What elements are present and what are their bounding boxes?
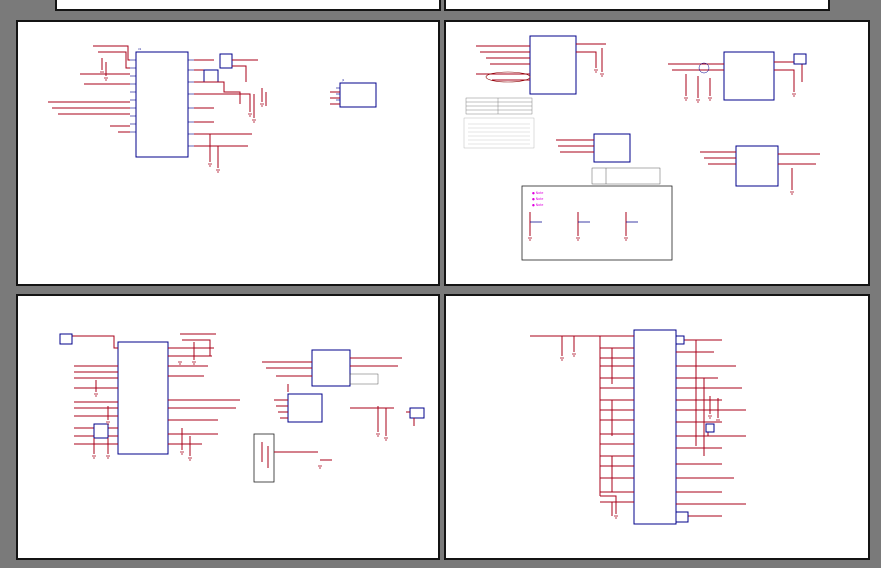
svg-text:● Note: ● Note [532,197,543,201]
schematic-drawing-4 [530,329,746,525]
schematic-sheet-3[interactable] [16,294,440,560]
ic-right-pins [188,59,194,147]
note-box [521,185,673,261]
schematic-sheet-partial-left[interactable] [55,0,441,11]
schematic-sheet-partial-right[interactable] [444,0,830,11]
ic-left-pins [130,59,136,133]
right-bus-lines [676,339,746,517]
svg-text:● Note: ● Note [532,191,543,195]
svg-text:● Note: ● Note [532,203,543,207]
schematic-drawing-1: U1 J1 [48,45,377,173]
schematic-sheet-2[interactable]: ● Note ● Note ● Note [444,20,870,286]
schematic-drawing-3 [59,333,425,483]
schematic-drawing-2: ● Note ● Note ● Note [463,35,820,261]
schematic-sheet-4[interactable] [444,294,870,560]
schematic-sheet-1[interactable]: U1 J1 [16,20,440,286]
svg-text:U1: U1 [138,48,142,51]
table-rows [468,123,530,145]
left-bus-lines [600,347,634,516]
svg-text:J1: J1 [341,79,345,82]
